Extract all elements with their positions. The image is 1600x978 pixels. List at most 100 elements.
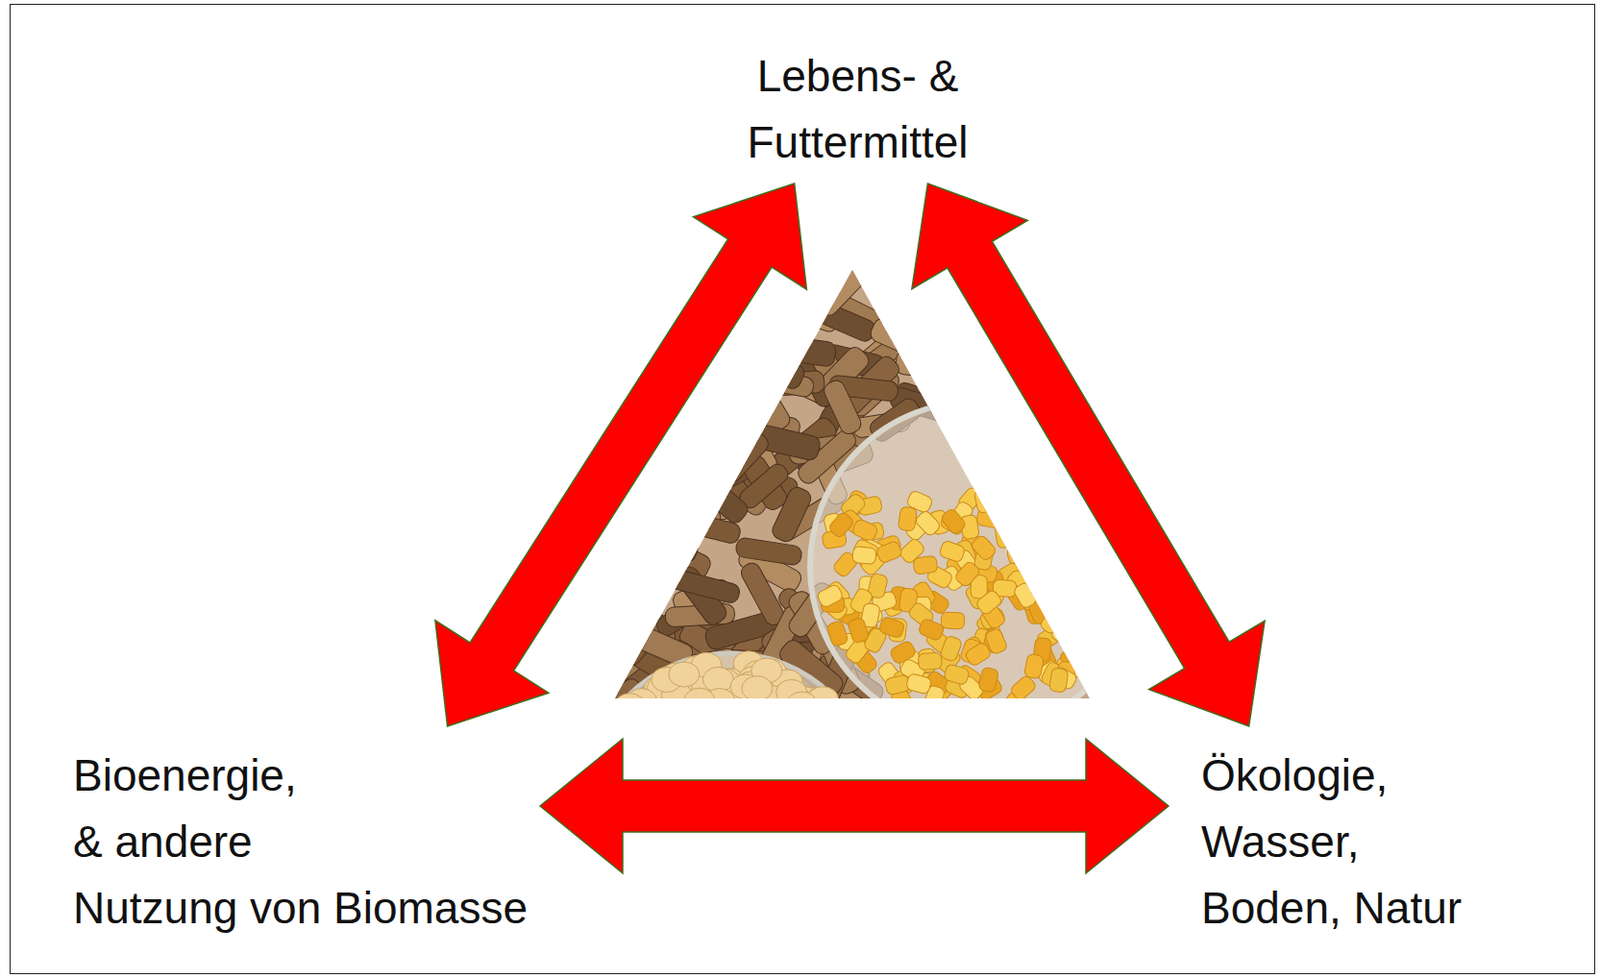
corn-kernel [912, 555, 938, 575]
soybean [773, 698, 805, 724]
soybean [810, 695, 841, 721]
corn-kernel [1072, 568, 1101, 596]
corn-kernel [1023, 510, 1052, 536]
feed-pellet [628, 227, 687, 298]
corn-kernel [1070, 623, 1096, 652]
text-node: Lebens- & Futtermittel [744, 43, 971, 176]
corn-kernel [1070, 596, 1098, 620]
corn-kernel [1047, 574, 1072, 603]
corn-kernel [978, 666, 1000, 693]
feed-pellet [597, 515, 672, 582]
soybean [668, 662, 700, 688]
node-label: Lebens- & Futtermittel [746, 43, 968, 176]
corn-kernel [969, 534, 998, 563]
feed-pellet [588, 293, 661, 348]
corn-kernel [1038, 607, 1066, 636]
corn-kernel [917, 617, 946, 642]
corn-kernel [1050, 560, 1076, 589]
feed-pellet [821, 377, 864, 437]
corn-kernel [1069, 558, 1094, 577]
feed-pellet [735, 537, 804, 567]
corn-kernel [1030, 566, 1052, 592]
text-node: Ökologie, Wasser, Boden, Natur [1201, 742, 1467, 942]
corn-kernel [1043, 490, 1069, 518]
feed-pellet [741, 344, 808, 392]
soybean [655, 695, 687, 721]
feed-pellet [769, 484, 814, 544]
corn-kernel [995, 490, 1015, 516]
corn-kernel [1063, 570, 1088, 589]
corn-kernel [1059, 515, 1087, 543]
feed-pellet [664, 567, 742, 606]
corn-kernel [1077, 643, 1105, 666]
double-arrow [911, 183, 1265, 727]
text-node: Bioenergie, & andere Nutzung von Biomass… [73, 742, 533, 942]
corn-kernel [1028, 555, 1051, 583]
corn-kernel [1091, 622, 1119, 651]
corn-kernel [1027, 495, 1056, 522]
corn-kernel [815, 583, 844, 609]
feed-pellet [733, 357, 793, 435]
corn-kernel [953, 560, 982, 589]
corn-kernel [1057, 492, 1084, 521]
corn-kernel [943, 664, 971, 687]
illustration-group [563, 221, 1142, 942]
corn-kernel [1001, 489, 1030, 517]
node-label: Ökologie, Wasser, Boden, Natur [1201, 742, 1462, 942]
soybean [807, 687, 838, 713]
corn-kernel [1061, 633, 1090, 658]
feed-pellet [716, 428, 772, 486]
corn-kernel [1086, 563, 1108, 590]
feed-pellet [634, 472, 711, 525]
soybean [764, 696, 796, 722]
corn-kernel [1084, 571, 1103, 596]
feed-pellet [587, 643, 630, 712]
double-arrow [435, 183, 808, 727]
corn-kernel [1086, 580, 1115, 607]
soybean [626, 689, 658, 714]
corn-kernel [852, 546, 877, 566]
feed-pellet [630, 521, 700, 564]
feed-pellet [899, 275, 947, 345]
feed-pellet [603, 280, 667, 321]
corn-kernel [1077, 587, 1097, 613]
corn-kernel [1070, 509, 1096, 538]
corn-kernel [994, 523, 1015, 549]
feed-pellet [603, 313, 657, 370]
corn-kernel [1055, 583, 1084, 612]
feed-pellet [746, 318, 791, 392]
feed-pellet [666, 463, 726, 517]
soybean [741, 676, 773, 702]
soybean [634, 695, 665, 721]
soybean [614, 693, 645, 719]
corn-kernel [1091, 567, 1120, 592]
corn-kernel [1006, 543, 1033, 566]
corn-kernel [1038, 508, 1063, 526]
corn-kernel [897, 506, 917, 532]
corn-kernel [1017, 508, 1046, 537]
feed-pellet [563, 260, 641, 298]
feed-pellet [637, 527, 682, 596]
feed-pellet [652, 444, 698, 509]
soybean [789, 697, 821, 723]
soybean [728, 698, 760, 724]
soybean [615, 697, 647, 723]
feed-pellet [812, 253, 877, 320]
feed-pellet [644, 454, 695, 533]
feed-pellet [623, 492, 700, 539]
corn-kernel [846, 616, 870, 644]
corn-kernel [875, 540, 904, 565]
corn-kernel [1041, 492, 1066, 520]
soybean [727, 697, 759, 723]
corn-kernel [939, 635, 963, 663]
corn-kernel [973, 488, 995, 515]
corn-kernel [1029, 554, 1057, 583]
soybean [710, 696, 741, 722]
feed-pellet [589, 587, 656, 637]
feed-pellet [771, 334, 837, 368]
corn-kernel [1037, 561, 1065, 585]
corn-kernel [1023, 653, 1044, 680]
soybean [713, 696, 745, 722]
corn-kernel [975, 589, 1004, 616]
